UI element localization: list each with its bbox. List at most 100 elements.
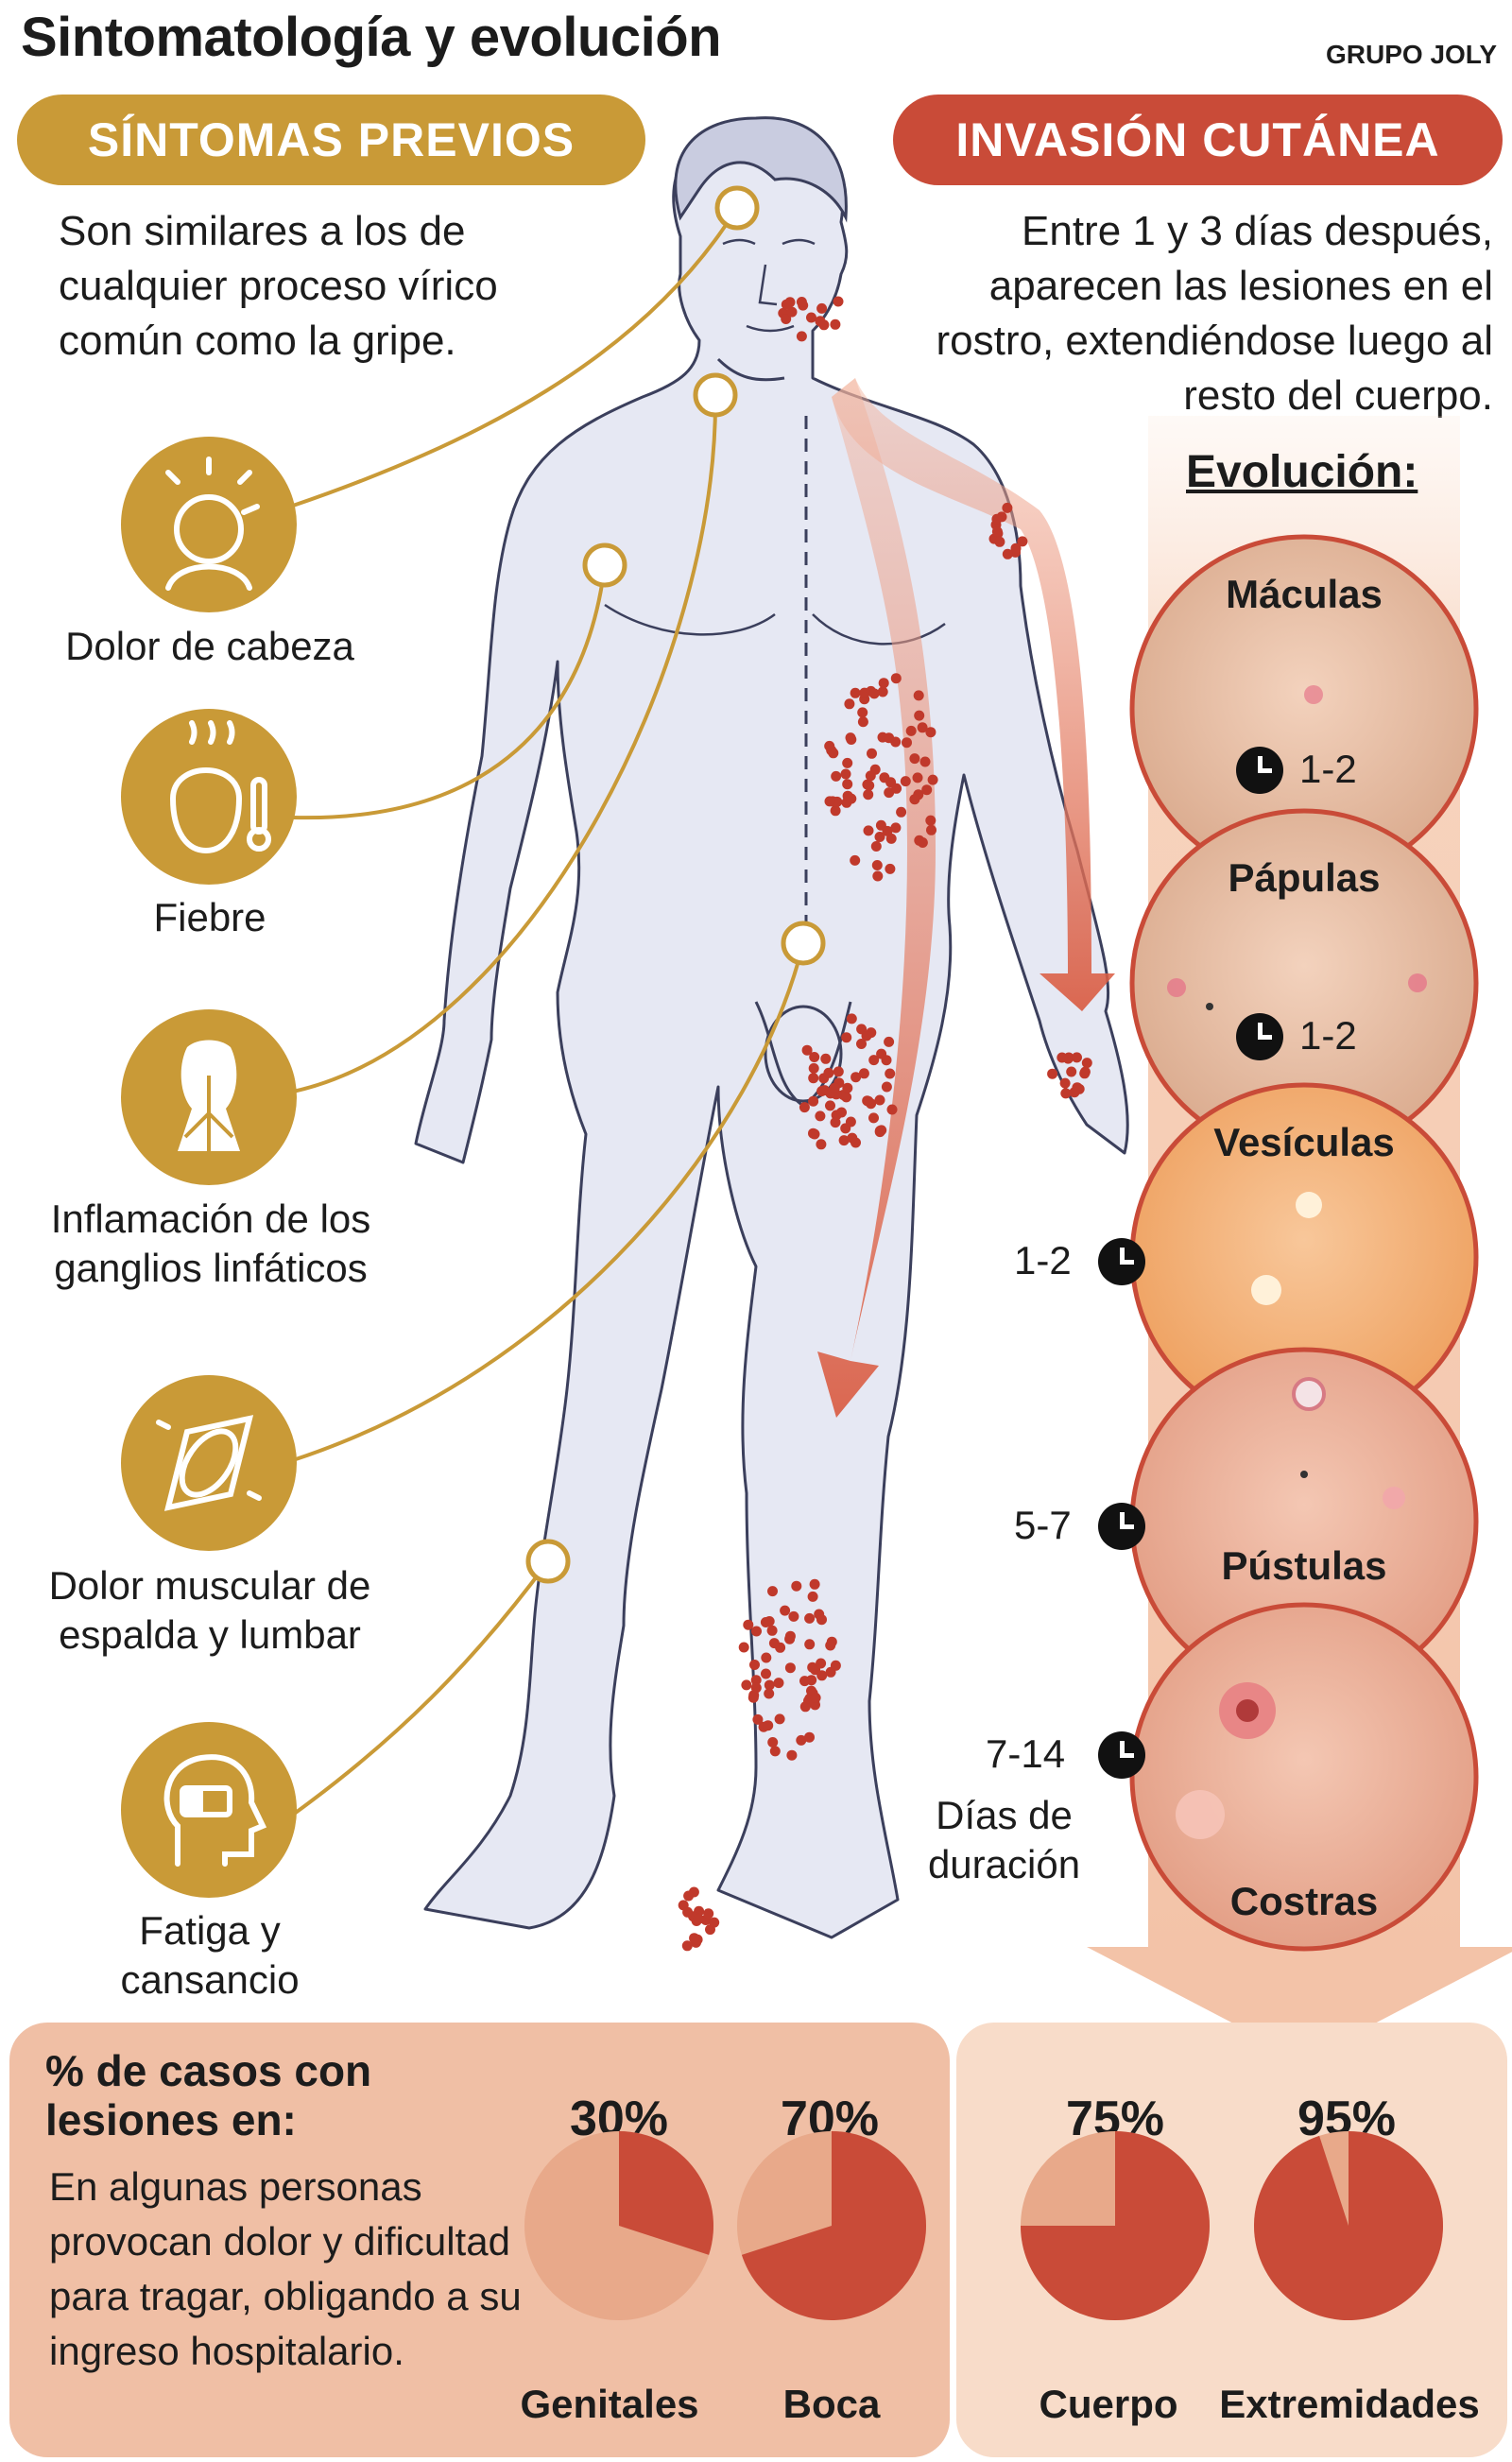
lesion-dot: [769, 1746, 781, 1757]
lesion-dot: [825, 1100, 835, 1111]
pie-slice-extremidades: [1253, 2131, 1443, 2320]
evolution-title: Evolución:: [1186, 447, 1418, 497]
pie-label-genitales: Genitales: [520, 2382, 699, 2426]
lesion-dot: [845, 1116, 856, 1128]
lesion-dot: [1059, 1077, 1071, 1089]
symptom-label-fever: Fiebre: [153, 895, 266, 939]
lesion-dot: [766, 1625, 778, 1636]
lesion-dot: [927, 774, 938, 785]
lesion-dot: [816, 1139, 827, 1150]
lesion-dot: [1002, 502, 1013, 513]
symptom-connectors: [291, 206, 805, 1816]
credit-label: GRUPO JOLY: [1325, 40, 1497, 69]
lesion-dot: [868, 1055, 880, 1066]
pie-label-cuerpo: Cuerpo: [1039, 2382, 1178, 2426]
lesion-dot: [881, 1055, 892, 1066]
stage-name-vesiculas: Vesículas: [1213, 1120, 1395, 1164]
lesion-dot: [1081, 1058, 1092, 1069]
lesion-dot: [824, 740, 835, 751]
headache-icon: [121, 437, 297, 612]
page-title: Sintomatología y evolución: [21, 7, 722, 68]
lesion-dot: [681, 1940, 693, 1952]
lesion-dot: [784, 1630, 796, 1642]
lesion-dot: [857, 716, 868, 728]
lesion-dot: [925, 815, 936, 826]
lesion-dot: [830, 1117, 841, 1128]
stage-name-papulas: Pápulas: [1228, 855, 1381, 900]
lesion-dot: [751, 1626, 762, 1637]
pie-label-boca: Boca: [782, 2382, 881, 2426]
lesion-dot: [925, 727, 936, 738]
lesion-dot: [761, 1668, 771, 1679]
clock-icon: [1098, 1731, 1145, 1779]
lesion-dot: [846, 1013, 857, 1024]
lesion-dot: [750, 1682, 762, 1694]
cases-text: En algunas personas provocan dolor y dif…: [49, 2164, 522, 2373]
lesion-dot: [808, 1062, 819, 1074]
lesion-dot: [830, 319, 841, 330]
lesion-dot: [913, 690, 924, 701]
lesion-dot: [764, 1688, 775, 1699]
lesion-dot: [896, 806, 907, 818]
lesion-dot: [809, 1128, 820, 1140]
lesion-dot: [863, 789, 874, 801]
lesion-dot: [823, 1067, 834, 1078]
previous-symptoms-heading: SÍNTOMAS PREVIOS: [17, 95, 645, 185]
lesion-dot: [831, 770, 842, 782]
lesion-dot: [808, 1073, 819, 1084]
lesion-dot: [750, 1675, 762, 1686]
lesion-dot: [885, 1068, 896, 1079]
lesion-dot: [781, 299, 792, 310]
muscle-pain-icon: [121, 1375, 297, 1551]
lesion-dot: [809, 1578, 820, 1590]
lesion-dot: [774, 1713, 785, 1725]
lesion-dot: [921, 784, 933, 796]
lesion-dot: [870, 841, 882, 852]
lesion-dot: [878, 678, 889, 689]
pie-slice-boca: [741, 2131, 926, 2320]
fatigue-icon: [121, 1722, 297, 1898]
lesion-dot: [767, 1586, 778, 1597]
lesion-dot: [738, 1642, 749, 1653]
lesion-dot: [850, 854, 861, 866]
lesion-dot: [809, 1052, 820, 1062]
lesion-dot: [850, 687, 861, 698]
lesion-dot: [760, 1617, 771, 1627]
lesion-dot: [1047, 1068, 1058, 1079]
lesion-dot: [856, 1039, 867, 1049]
lesion-dot: [845, 732, 856, 744]
lesion-dot: [825, 1640, 836, 1651]
stage-days-vesiculas: 1-2: [1014, 1238, 1072, 1283]
symptom-label-lymph-nodes: Inflamación de los ganglios linfáticos: [50, 1197, 371, 1290]
lesion-dot: [796, 1734, 807, 1746]
lesion-dot: [799, 1676, 810, 1687]
lesion-dot: [919, 756, 931, 767]
lesion-dot: [1017, 536, 1028, 547]
lesion-dot: [703, 1908, 714, 1920]
duration-label: Días de duración: [927, 1793, 1081, 1886]
symptom-target-points: [525, 185, 826, 1584]
lesion-dot: [1057, 1052, 1068, 1063]
stage-name-pustulas: Pústulas: [1221, 1543, 1387, 1588]
lesion-dot: [767, 1737, 779, 1748]
lesion-dot: [884, 732, 895, 744]
lesion-dot: [804, 1639, 816, 1650]
lesion-dot: [857, 707, 868, 718]
lesion-dot: [862, 1095, 873, 1107]
lesion-dot: [881, 1081, 892, 1093]
lesion-dot: [804, 1612, 816, 1624]
lesion-dot: [773, 1678, 784, 1689]
lesion-dot: [682, 1906, 694, 1918]
lesion-dot: [816, 1670, 828, 1681]
stage-circle-costras: [1129, 1602, 1479, 1952]
lesion-dot: [1060, 1088, 1072, 1099]
pie-slice-cuerpo: [1021, 2131, 1210, 2320]
lesion-dot: [810, 1692, 821, 1703]
lesion-dot: [818, 319, 830, 331]
lesion-dot: [902, 737, 912, 749]
lesion-dot: [868, 688, 880, 699]
pie-label-extremidades: Extremidades: [1219, 2382, 1480, 2426]
lesion-dot: [743, 1619, 754, 1630]
lesion-dot: [768, 1638, 780, 1649]
symptom-label-muscle-pain: Dolor muscular de espalda y lumbar: [48, 1563, 371, 1657]
